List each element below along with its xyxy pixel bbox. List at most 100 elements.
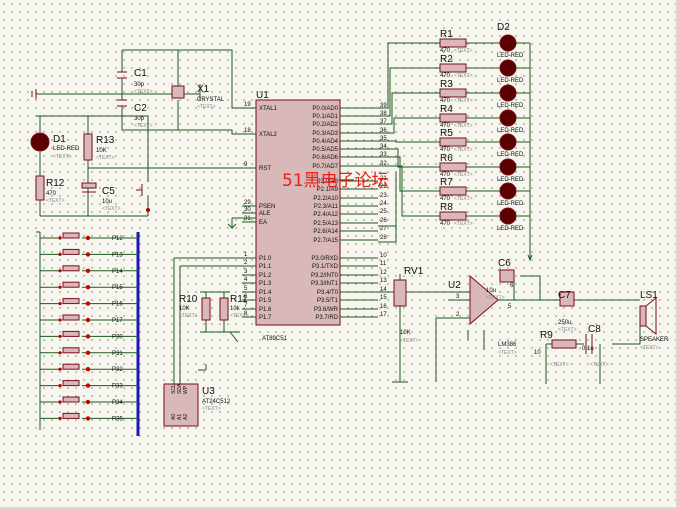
mcu-pin-name: P3.0/RXD bbox=[311, 256, 338, 262]
push-button[interactable] bbox=[62, 232, 80, 239]
button-terminal bbox=[58, 302, 62, 306]
mcu-pin-number: 32 bbox=[380, 161, 387, 167]
button-terminal bbox=[58, 367, 62, 371]
button-terminal bbox=[85, 235, 91, 241]
led-resistor-text: <TEXT> bbox=[454, 98, 473, 104]
potentiometer-rv1[interactable] bbox=[393, 279, 407, 307]
mcu-pin-name: P1.2 bbox=[259, 273, 272, 279]
c1-value: 30p bbox=[134, 82, 145, 88]
push-button[interactable] bbox=[62, 330, 80, 337]
button-terminal bbox=[85, 399, 91, 405]
led[interactable] bbox=[499, 182, 517, 200]
led[interactable] bbox=[499, 133, 517, 151]
mcu-pin-number: 3 bbox=[244, 269, 248, 275]
resistor-r13[interactable] bbox=[83, 133, 93, 161]
x1-value: CRYSTAL bbox=[197, 97, 225, 103]
u2-pin-6: 6 bbox=[510, 283, 514, 289]
led-resistor[interactable] bbox=[439, 137, 467, 147]
led-wire bbox=[378, 42, 500, 109]
push-button[interactable] bbox=[62, 412, 80, 419]
led[interactable] bbox=[499, 34, 517, 52]
resistor-r12[interactable] bbox=[35, 175, 45, 201]
mcu-pin-name: P0.4/AD4 bbox=[312, 139, 338, 145]
led-resistor-ref: R3 bbox=[440, 79, 453, 90]
mcu-pin-name: P3.3/INT1 bbox=[311, 281, 339, 287]
led-wire bbox=[378, 67, 500, 117]
mcu-pin-name: P2.1/A9 bbox=[317, 187, 339, 193]
amplifier-u2[interactable] bbox=[469, 274, 499, 326]
led-resistor[interactable] bbox=[439, 38, 467, 48]
reset-button[interactable] bbox=[136, 184, 143, 196]
mcu-pin-name: EA bbox=[259, 220, 267, 226]
mcu-u1[interactable]: U1 AT89C51 19XTAL118XTAL29RST29PSEN30ALE… bbox=[242, 90, 387, 342]
button-terminal bbox=[58, 285, 62, 289]
led-resistor[interactable] bbox=[439, 63, 467, 73]
c2-value: 30p bbox=[134, 116, 145, 122]
push-button[interactable] bbox=[62, 281, 80, 288]
mcu-pin-number: 29 bbox=[244, 200, 251, 206]
led-wire bbox=[378, 117, 500, 134]
mcu-pin-name: XTAL1 bbox=[259, 106, 278, 112]
mcu-pin-name: P3.4/T0 bbox=[317, 290, 339, 296]
push-button[interactable] bbox=[62, 347, 80, 354]
mcu-pin-name: PSEN bbox=[259, 204, 275, 210]
capacitor-c7[interactable] bbox=[559, 291, 575, 307]
led-resistor[interactable] bbox=[439, 88, 467, 98]
capacitor-c8[interactable] bbox=[585, 334, 593, 354]
r11-text: <TEXT> bbox=[230, 313, 249, 319]
eeprom-pin-name: A2 bbox=[183, 414, 189, 420]
c8-text: <TEXT> bbox=[590, 362, 609, 368]
led[interactable] bbox=[499, 207, 517, 225]
button-label: P12 bbox=[112, 236, 123, 242]
push-button[interactable] bbox=[62, 396, 80, 403]
crystal-x1[interactable] bbox=[171, 85, 185, 99]
led-resistor-value: 470 bbox=[440, 172, 451, 178]
speaker-ls1[interactable] bbox=[639, 305, 647, 327]
led-resistor[interactable] bbox=[439, 211, 467, 221]
button-label: P15 bbox=[112, 285, 123, 291]
push-button[interactable] bbox=[62, 363, 80, 370]
led-resistor-text: <TEXT> bbox=[454, 221, 473, 227]
led[interactable] bbox=[499, 59, 517, 77]
led-resistor[interactable] bbox=[439, 113, 467, 123]
led-d1[interactable] bbox=[30, 132, 50, 152]
d2-ref: D2 bbox=[497, 22, 510, 33]
mcu-pin-name: P2.0/A8 bbox=[317, 179, 339, 185]
led[interactable] bbox=[499, 84, 517, 102]
led-resistor-value: 470 bbox=[440, 221, 451, 227]
push-button[interactable] bbox=[62, 380, 80, 387]
resistor-r10[interactable] bbox=[201, 297, 211, 321]
button-terminal bbox=[58, 236, 62, 240]
led-resistor[interactable] bbox=[439, 162, 467, 172]
capacitor-c6[interactable] bbox=[499, 269, 515, 283]
push-button[interactable] bbox=[62, 298, 80, 305]
push-button[interactable] bbox=[62, 265, 80, 272]
push-button[interactable] bbox=[62, 248, 80, 255]
eeprom-u3[interactable]: R10 10K <TEXT> R11 10k <TEXT> U3 AT24C51… bbox=[163, 257, 256, 427]
button-terminal bbox=[85, 350, 91, 355]
mcu-pin-number: 17 bbox=[380, 312, 387, 318]
u2-pin-2: 2 bbox=[456, 312, 460, 318]
resistor-r9[interactable] bbox=[551, 339, 577, 349]
led-resistor-ref: R2 bbox=[440, 54, 453, 65]
mcu-pin-number: 36 bbox=[380, 128, 387, 134]
resistor-r11[interactable] bbox=[219, 297, 229, 321]
capacitor-c5[interactable] bbox=[81, 182, 97, 189]
led-value: LED-RED bbox=[497, 226, 524, 232]
button-label: P31 bbox=[112, 351, 123, 357]
mcu-pin-name: P1.0 bbox=[259, 256, 272, 262]
mcu-pin-number: 12 bbox=[380, 270, 387, 276]
led-value: LED-RED bbox=[497, 177, 524, 183]
button-terminal bbox=[85, 268, 91, 273]
c5-text: <TEXT> bbox=[102, 206, 121, 212]
led[interactable] bbox=[499, 158, 517, 176]
u2-pin-3: 3 bbox=[456, 294, 460, 300]
led-array: D2 R1470<TEXT>LED-REDR2470<TEXT>LED-REDR… bbox=[378, 22, 531, 232]
r10-text: <TEXT> bbox=[179, 313, 198, 319]
push-button[interactable] bbox=[62, 314, 80, 321]
led-value: LED-RED bbox=[497, 128, 524, 134]
led-resistor[interactable] bbox=[439, 186, 467, 196]
mcu-pin-name: P2.3/A11 bbox=[314, 204, 339, 210]
led[interactable] bbox=[499, 109, 517, 127]
